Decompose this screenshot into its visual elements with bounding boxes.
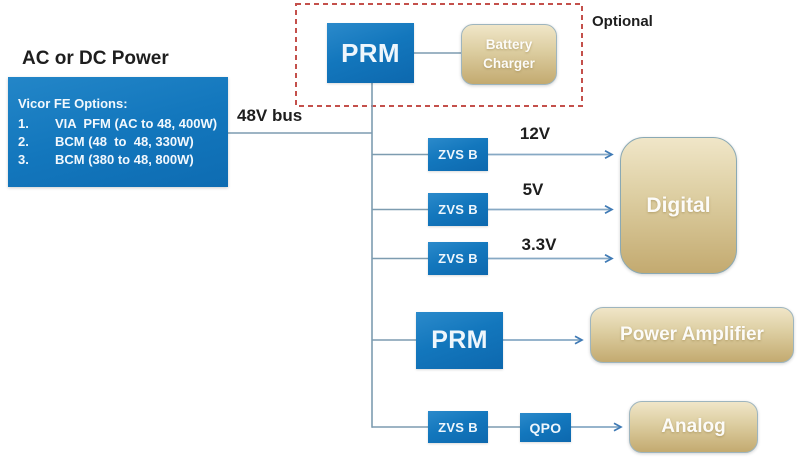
battery-charger-line2: Charger [483,55,535,71]
rail-label-12v: 12V [519,124,551,143]
bus-voltage-label: 48V bus [237,106,303,125]
digital-load-label: Digital [646,193,711,217]
fe-option-text: VIA PFM (AC to 48, 400W) [55,116,218,131]
rail-label-5v: 5V [522,180,544,199]
battery-charger-line1: Battery [485,37,533,53]
fe-option-row: 1. VIA PFM (AC to 48, 400W) [18,115,228,133]
front-end-options-box: Vicor FE Options: 1. VIA PFM (AC to 48, … [8,77,228,187]
fe-option-number: 1. [18,116,29,131]
qpo-block: QPO [520,413,571,442]
fe-options-heading: Vicor FE Options: [18,96,128,111]
analog-load-block: Analog [629,401,758,453]
optional-frame [295,3,583,107]
zvs-buck-analog-block: ZVS B [428,411,488,443]
prm-block-amplifier: PRM [416,312,503,369]
fe-option-row: 3. BCM (380 to 48, 800W) [18,151,228,169]
fe-option-number: 2. [18,134,29,149]
rail-label-3v3: 3.3V [521,235,557,254]
digital-load-block: Digital [620,137,737,274]
zvs-buck-5v-block: ZVS B [428,193,488,226]
optional-label: Optional [592,13,653,30]
power-amplifier-load-block: Power Amplifier [590,307,794,363]
fe-option-number: 3. [18,152,29,167]
fe-option-text: BCM (48 to 48, 330W) [55,134,194,149]
battery-charger-block: Battery Charger [461,24,557,85]
analog-load-label: Analog [661,416,726,437]
diagram-title: AC or DC Power [22,48,169,69]
fe-option-row: 2. BCM (48 to 48, 330W) [18,133,228,151]
prm-block-optional: PRM [327,23,414,83]
zvs-buck-3v3-block: ZVS B [428,242,488,275]
fe-option-text: BCM (380 to 48, 800W) [55,152,194,167]
power-amplifier-label: Power Amplifier [620,324,764,345]
zvs-buck-12v-block: ZVS B [428,138,488,171]
